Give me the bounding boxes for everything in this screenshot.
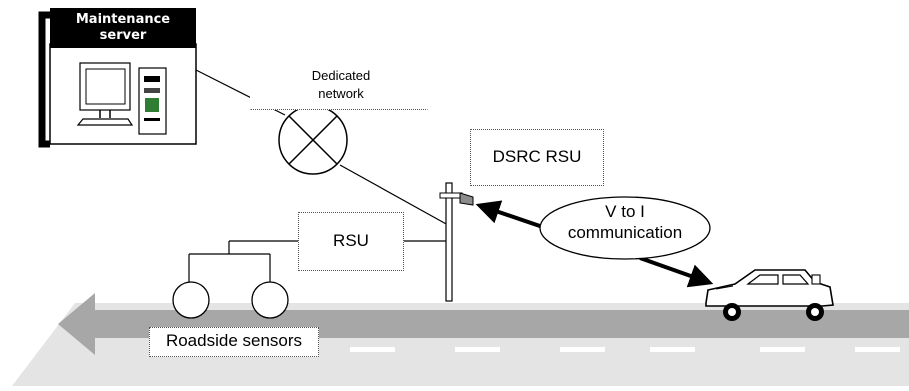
dedicated-network-label-line1: Dedicated [311, 68, 371, 83]
car-icon [705, 269, 834, 321]
v2i-arrow-to-car [639, 256, 714, 288]
sensor-left [172, 281, 210, 319]
network-switch-icon [278, 105, 348, 175]
traffic-direction-arrow [58, 293, 95, 355]
dedicated-network-box [250, 60, 428, 110]
maintenance-server-shadow [38, 11, 50, 148]
dedicated-network-label-line2: network [318, 86, 364, 101]
maintenance-server-title-line1: Maintenance [75, 12, 171, 27]
rsu-box [298, 212, 404, 271]
dsrc-rsu-box [470, 129, 604, 186]
roadside-sensors-label: Roadside sensors [165, 331, 303, 350]
rsu-pole-icon [439, 182, 474, 302]
sensor-right [251, 281, 289, 319]
computer-icon [76, 62, 167, 135]
dsrc-rsu-label: DSRC RSU [492, 147, 582, 166]
maintenance-server-title: Maintenance server [50, 8, 196, 48]
v2i-bubble [539, 196, 711, 260]
roadside-sensors-box [149, 327, 319, 357]
maintenance-server-title-line2: server [99, 28, 147, 43]
v2i-label-line2: communication [567, 223, 683, 242]
rsu-label: RSU [333, 231, 369, 250]
v2i-label-line1: V to I [605, 202, 645, 221]
network-to-pole-line [339, 164, 449, 226]
